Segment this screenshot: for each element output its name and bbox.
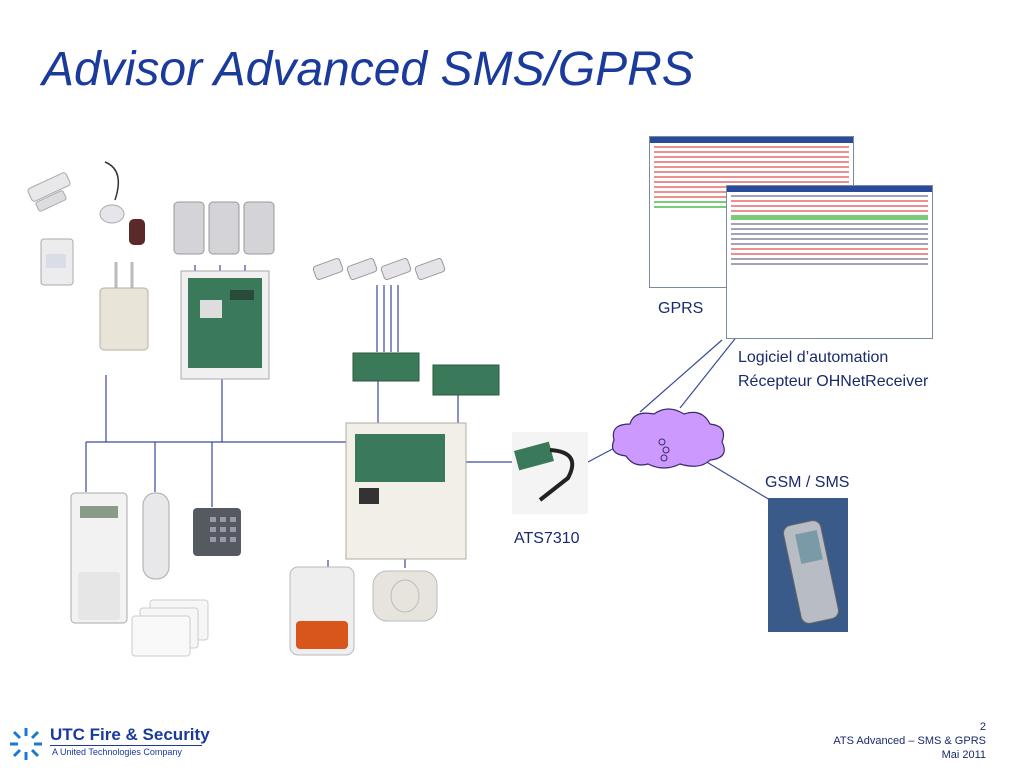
- footer-line2: Mai 2011: [941, 749, 986, 761]
- siren: [289, 566, 355, 656]
- page-number: 2: [979, 721, 986, 733]
- remote-keyfob: [129, 219, 145, 245]
- control-board: [180, 270, 270, 380]
- gprs-label: GPRS: [658, 300, 704, 317]
- brand-subtitle: A United Technologies Company: [52, 747, 182, 757]
- pendant-button: [99, 161, 125, 224]
- wireless-receiver: [99, 262, 149, 351]
- software-label-line2: Récepteur OHNetReceiver: [738, 373, 929, 390]
- mobile-phone: [768, 498, 848, 632]
- indoor-sounder: [372, 570, 438, 622]
- slide-title: Advisor Advanced SMS/GPRS: [42, 43, 694, 96]
- expander-board-2: [432, 364, 500, 396]
- ohnetreceiver-window: [726, 185, 933, 339]
- lcd-keypad: [70, 492, 128, 624]
- ats7310-label: ATS7310: [514, 530, 580, 547]
- detector-group: [173, 201, 275, 255]
- footer: 2 ATS Advanced – SMS & GPRS Mai 2011: [833, 720, 986, 762]
- footer-line1: ATS Advanced – SMS & GPRS: [833, 735, 986, 747]
- prox-reader: [142, 492, 170, 580]
- expander-board-1: [352, 352, 420, 382]
- ats7310-module: [512, 432, 588, 514]
- main-panel: [345, 422, 467, 560]
- brand-divider: [50, 745, 202, 746]
- pir-detector: [40, 238, 74, 286]
- sensor-row: [312, 257, 446, 281]
- utc-logo-icon: [10, 728, 42, 760]
- access-cards: [131, 599, 209, 657]
- software-label-line1: Logiciel d’automation: [738, 349, 889, 366]
- brand-name: UTC Fire & Security: [50, 725, 210, 744]
- gsm-sms-label: GSM / SMS: [765, 474, 850, 491]
- code-keypad: [193, 508, 241, 556]
- network-cloud: [611, 408, 725, 469]
- door-contact-sensor: [27, 172, 71, 212]
